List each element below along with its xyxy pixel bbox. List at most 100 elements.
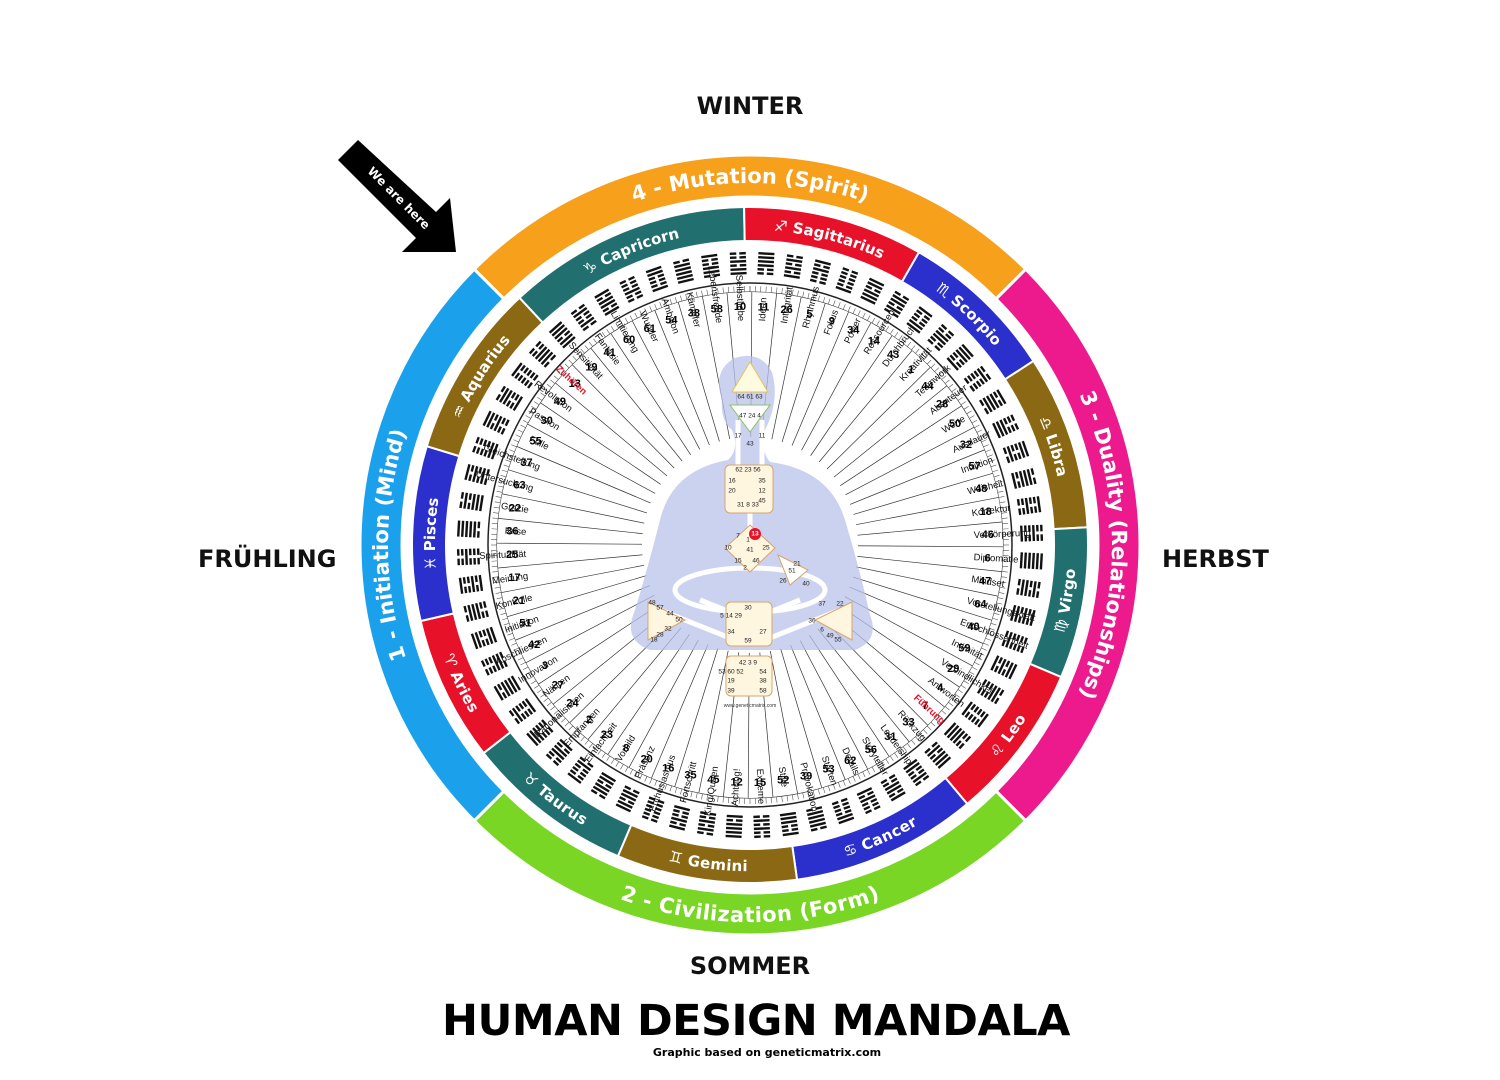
gate-number: 59: [958, 642, 970, 654]
bodygraph-gate: 22: [836, 601, 844, 608]
gate-divider: [769, 297, 802, 448]
gate-number: 53: [822, 764, 834, 776]
gate-divider: [572, 364, 681, 475]
hexagram: [456, 548, 480, 566]
hexagram: [464, 464, 490, 486]
hexagram: [963, 365, 992, 392]
hexagram: [992, 414, 1020, 439]
bodygraph-gate: 59: [744, 638, 752, 645]
gate-divider: [797, 322, 872, 458]
gate-number: 28: [936, 399, 948, 411]
bodygraph-gate: 34: [727, 629, 735, 636]
gate-number: 63: [513, 480, 525, 492]
hexagram: [470, 626, 498, 650]
hexagram: [495, 385, 524, 412]
gate-divider: [502, 493, 653, 526]
hexagram: [480, 651, 508, 676]
bodygraph-gate: 28: [656, 632, 664, 639]
gate-number: 2: [586, 714, 592, 726]
gate-number: 47: [979, 576, 991, 588]
bodygraph-gate: 26: [779, 578, 787, 585]
hexagram: [457, 520, 481, 538]
gate-number: 61: [644, 323, 656, 335]
gate-number: 42: [528, 639, 540, 651]
gate-number: 40: [967, 621, 979, 633]
bodygraph-gate: 42 3 9: [739, 660, 757, 667]
gate-divider: [498, 553, 651, 569]
gate-divider: [813, 350, 913, 469]
hexagram: [590, 771, 617, 800]
hexagram: [990, 655, 1018, 680]
bodygraph-gate: 50: [675, 617, 683, 624]
hexagram: [906, 306, 933, 334]
hexagram: [856, 787, 881, 815]
gate-number: 41: [603, 347, 615, 359]
hexagram: [1020, 524, 1044, 542]
gate-number: 29: [947, 663, 959, 675]
gate-keyword: Verkörperung: [974, 528, 1031, 541]
head-center: [731, 361, 769, 393]
season-winter: WINTER: [696, 92, 804, 120]
heart-center: [777, 553, 809, 586]
bodygraph-gate: 45: [758, 498, 766, 505]
bodygraph-gate: 30: [744, 605, 752, 612]
hexagram: [860, 277, 885, 305]
sign-label: ♓ Pisces: [421, 496, 442, 570]
gate-keyword: Selbstliebe: [733, 275, 746, 322]
gate-keyword: Meinung: [491, 571, 529, 587]
gate-number: 49: [554, 396, 566, 408]
hexagram: [809, 259, 831, 285]
gate-number: 8: [623, 742, 629, 754]
gate-keyword: Korrektur: [971, 503, 1011, 519]
hexagram: [1011, 468, 1037, 489]
bodygraph-gate: 17: [734, 433, 742, 440]
hexagram: [961, 701, 989, 728]
gate-number: 1: [908, 364, 914, 376]
bodygraph-gate: 1: [746, 537, 750, 544]
gate-number: 18: [980, 506, 992, 518]
gate-number: 44: [921, 380, 934, 392]
bodygraph-gate: 39: [727, 688, 735, 695]
gate-keyword: Achtung!: [730, 768, 743, 806]
gate-number: 12: [730, 777, 742, 789]
root-center: [725, 655, 773, 697]
gate-divider: [768, 643, 798, 794]
gate-number: 60: [623, 334, 635, 346]
hexagram: [701, 253, 721, 279]
hexagram: [924, 741, 952, 769]
gate-number: 52: [777, 775, 789, 787]
g-center: [724, 524, 776, 573]
hexagram: [1019, 552, 1043, 570]
gate-number: 34: [847, 325, 860, 337]
gate-divider: [845, 574, 992, 621]
bodygraph-gate: 10: [724, 545, 732, 552]
gate-divider: [497, 542, 651, 545]
gate-number: 13: [569, 378, 581, 390]
gate-number: 58: [711, 303, 723, 315]
gate-divider: [651, 636, 712, 779]
gate-divider: [628, 632, 703, 768]
hexagram: [779, 811, 799, 837]
hexagram: [883, 290, 910, 319]
gate-number: 14: [868, 336, 881, 348]
gate-number: 16: [662, 763, 674, 775]
gate-number: 62: [844, 755, 856, 767]
hexagram: [1010, 604, 1036, 626]
hexagram: [545, 738, 573, 767]
bodygraph-gate: 12: [758, 488, 766, 495]
hexagram: [458, 574, 484, 594]
hexagram: [619, 275, 644, 303]
hexagram: [673, 258, 694, 284]
season-summer: SOMMER: [689, 952, 811, 980]
gate-number: 24: [566, 698, 579, 710]
gate-number: 26: [780, 304, 792, 316]
gate-number: 56: [865, 744, 877, 756]
gate-number: 15: [754, 777, 766, 789]
gate-divider: [516, 446, 659, 507]
gate-number: 50: [949, 418, 961, 430]
gate-divider: [820, 367, 931, 476]
bodygraph-gate: 27: [759, 629, 767, 636]
gate-number: 38: [688, 308, 700, 320]
gate-number: 27: [552, 679, 564, 691]
gate-number: 57: [969, 460, 981, 472]
